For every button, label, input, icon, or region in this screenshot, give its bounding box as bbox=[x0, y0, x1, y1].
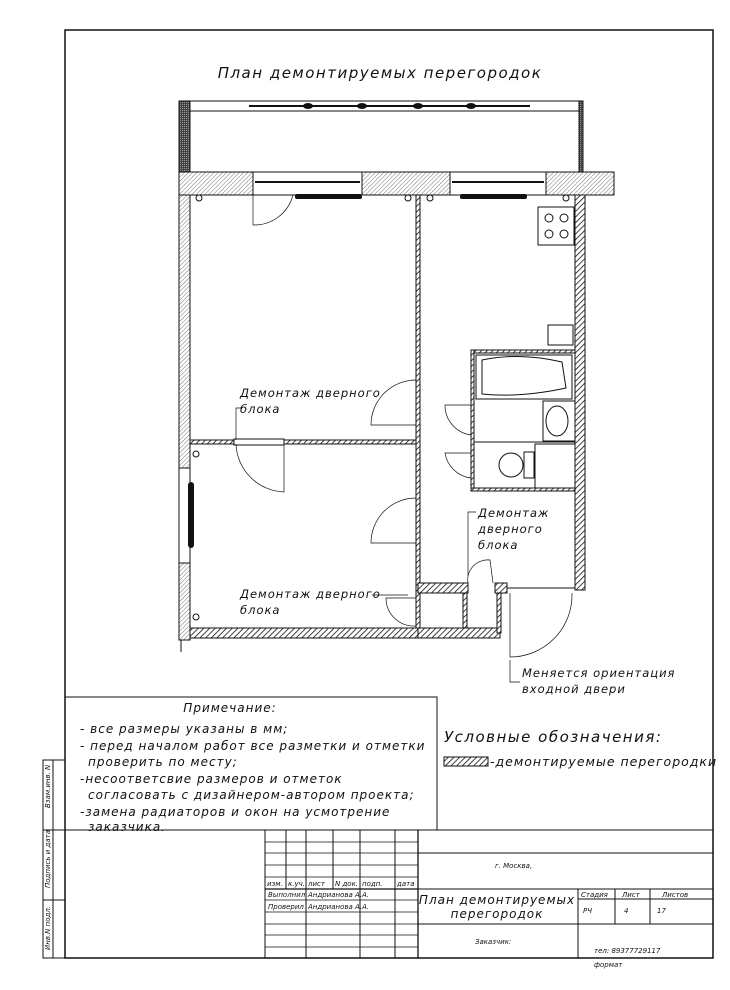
sheet-frame bbox=[64, 29, 714, 959]
performed-label: Выполнил bbox=[268, 891, 306, 899]
side-inventory-label: Инв.N подл. bbox=[44, 906, 52, 950]
note-line: проверить по месту; bbox=[88, 755, 238, 769]
notes-heading: Примечание: bbox=[183, 701, 276, 715]
header-change: изм. bbox=[267, 880, 283, 888]
bathtub-icon bbox=[475, 354, 573, 400]
floor-plan bbox=[178, 100, 615, 683]
annotation-line: дверного bbox=[477, 522, 543, 536]
drawing-title: План демонтируемых перегородок bbox=[218, 64, 543, 82]
annotation-line: блока bbox=[478, 538, 518, 552]
checked-label: Проверил bbox=[268, 903, 304, 911]
header-date: дата bbox=[396, 880, 415, 888]
header-doc: N док. bbox=[335, 880, 358, 888]
annotation-line: входной двери bbox=[522, 682, 626, 696]
legend-heading: Условные обозначения: bbox=[444, 728, 662, 746]
balcony-window bbox=[249, 103, 530, 109]
annotation-line: блока bbox=[240, 402, 280, 416]
sheet-title-line1: План демонтируемых bbox=[419, 893, 575, 907]
annotation-line: Демонтаж дверного bbox=[239, 386, 381, 400]
sheets-label: Листов bbox=[661, 891, 688, 899]
header-sheet: лист bbox=[307, 880, 326, 888]
legend-item: -демонтируемые перегородки bbox=[490, 754, 717, 769]
stage-label: Стадия bbox=[581, 891, 608, 899]
sheet-value: 4 bbox=[624, 907, 628, 915]
side-stamp: Взам.инв. N Подпись и дата Инв.N подл. bbox=[42, 759, 66, 959]
city: г. Москва, bbox=[495, 862, 532, 870]
toilet-icon bbox=[498, 443, 576, 489]
note-line: - все размеры указаны в мм; bbox=[80, 722, 288, 736]
checked-name: Андрианова А.А. bbox=[307, 903, 369, 911]
removed-partition bbox=[417, 582, 469, 594]
stage-value: РЧ bbox=[583, 907, 592, 915]
door-swings bbox=[235, 194, 573, 658]
legend-hatch-swatch bbox=[443, 756, 489, 767]
annotation-line: блока bbox=[240, 603, 280, 617]
header-sign: подп. bbox=[362, 880, 383, 888]
kitchen-sink-icon bbox=[547, 324, 574, 346]
annotation-line: Демонтаж дверного bbox=[239, 587, 381, 601]
sheets-value: 17 bbox=[657, 907, 666, 915]
format-label: формат bbox=[594, 961, 623, 969]
sheet-label: Лист bbox=[621, 891, 641, 899]
annotation-line: Меняется ориентация bbox=[522, 666, 675, 680]
side-replace-label: Взам.инв. N bbox=[44, 764, 52, 808]
note-line: -несоответсвие размеров и отметок bbox=[80, 772, 343, 786]
header-count: к.уч. bbox=[288, 880, 305, 888]
phone: тел: 89377729117 bbox=[594, 947, 661, 955]
balcony-wall bbox=[178, 100, 191, 173]
annotation-line: Демонтаж bbox=[477, 506, 549, 520]
customer-label: Заказчик: bbox=[475, 938, 511, 946]
side-signature-label: Подпись и дата bbox=[44, 830, 52, 888]
title-block bbox=[65, 829, 713, 958]
window-room bbox=[252, 171, 363, 199]
entrance-door bbox=[509, 592, 573, 658]
note-line: согласовать с дизайнером-автором проекта… bbox=[88, 788, 415, 802]
window-kitchen bbox=[449, 171, 547, 199]
note-line: -замена радиаторов и окон на усмотрение bbox=[80, 805, 390, 819]
note-line: заказчика. bbox=[88, 820, 166, 834]
riser-icons bbox=[192, 194, 570, 621]
performed-name: Андрианова А.А. bbox=[307, 891, 369, 899]
note-line: - перед началом работ все разметки и отм… bbox=[80, 739, 425, 753]
sink-icon bbox=[542, 400, 576, 442]
notes-box: Примечание: - все размеры указаны в мм; … bbox=[64, 696, 438, 834]
stove-icon bbox=[537, 206, 575, 246]
sheet-title-line2: перегородок bbox=[451, 907, 544, 921]
